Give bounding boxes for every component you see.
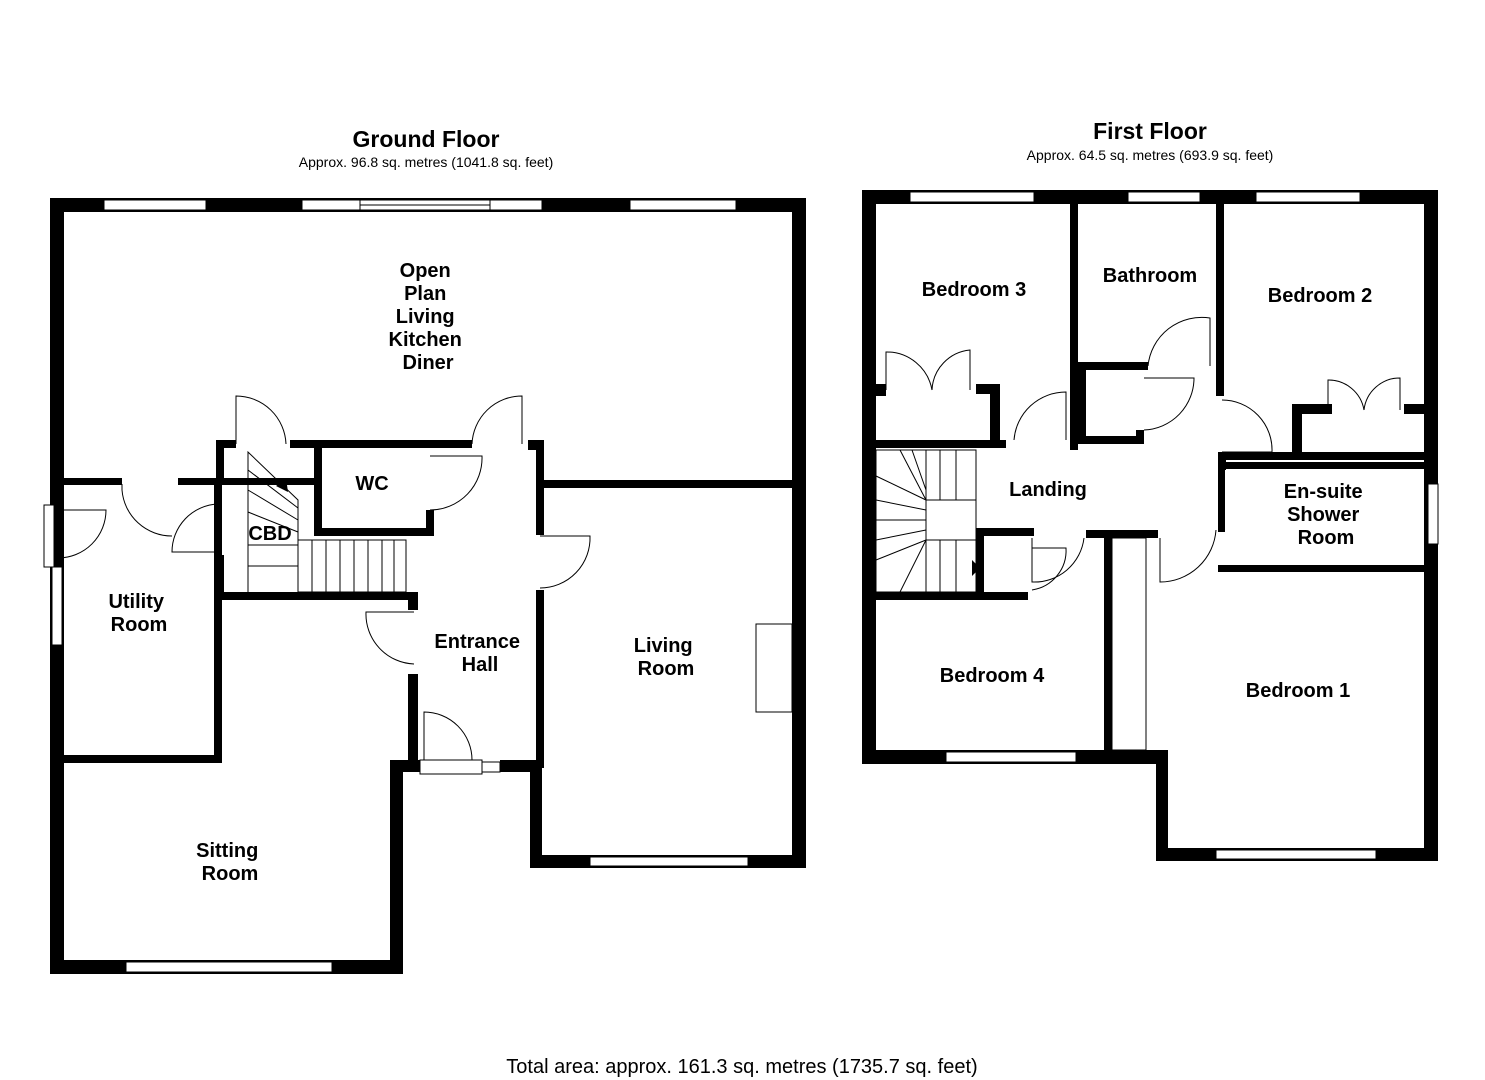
gf-utility-bottom-wall	[64, 755, 222, 763]
gf-window-top-1	[103, 199, 207, 211]
ff-bedroom2-label: Bedroom 2	[1268, 285, 1372, 307]
ff-bed4-window	[945, 751, 1077, 763]
gf-wc-left-wall	[314, 440, 322, 536]
ff-bed3-bottom-wall	[876, 440, 1006, 448]
gf-entrance-hall-label: Entrance Hall	[434, 631, 525, 676]
ground-floor-plan: Ground Floor Approx. 96.8 sq. metres (10…	[43, 126, 806, 974]
ff-bed3-window	[909, 191, 1035, 203]
ff-bed4-top-wall	[876, 592, 1028, 600]
gf-living-left-ext-wall	[530, 760, 542, 868]
gf-window-top-4	[629, 199, 737, 211]
gf-sitting-right-wall	[390, 760, 403, 974]
gf-window-top-3	[489, 199, 543, 211]
ff-bedroom4-label: Bedroom 4	[940, 665, 1045, 687]
gf-utility-window	[51, 566, 63, 646]
gf-sitting-window	[125, 961, 333, 973]
gf-sitting-door	[365, 611, 415, 665]
ff-ensuite-window	[1427, 483, 1439, 545]
ff-staircase	[875, 449, 980, 593]
ff-bath-door	[1147, 316, 1211, 367]
ff-cupboard-door	[1143, 377, 1195, 431]
ff-ensuite-bottom-wall	[1218, 565, 1428, 572]
ff-bathroom-label: Bathroom	[1103, 265, 1197, 287]
ff-bed3-door	[1013, 391, 1067, 441]
ff-ensuite-top-wall	[1218, 462, 1428, 469]
gf-open-plan-label: Open Plan Living Kitchen Diner	[389, 260, 468, 374]
ff-bedroom3-label: Bedroom 3	[922, 279, 1026, 301]
gf-right-wall	[792, 198, 806, 868]
ff-bed1-left-ext-wall	[1156, 750, 1168, 860]
ff-left-wall	[862, 190, 876, 764]
gf-window-top-2	[301, 199, 361, 211]
ff-bath-window	[1127, 191, 1201, 203]
ff-ensuite-left-wall	[1218, 462, 1225, 532]
total-area: Total area: approx. 161.3 sq. metres (17…	[506, 1056, 977, 1078]
gf-living-door	[539, 535, 591, 589]
gf-living-room-label: Living Room	[634, 635, 698, 680]
gf-title: Ground Floor	[353, 126, 500, 152]
ff-bed2-door	[1221, 399, 1273, 453]
gf-staircase	[247, 450, 407, 593]
gf-sitting-room-label: Sitting Room	[196, 840, 264, 885]
gf-utility-door	[121, 484, 173, 537]
gf-porch-right-wall	[500, 760, 542, 772]
gf-area: Approx. 96.8 sq. metres (1041.8 sq. feet…	[299, 154, 553, 170]
ff-cupboard-bottom-wall	[1078, 436, 1144, 444]
ff-bed1-door	[1159, 529, 1217, 583]
ff-landing-label: Landing	[1009, 479, 1087, 501]
gf-utility-side-door	[43, 504, 55, 568]
ff-bed2-bottom-wall	[1218, 452, 1428, 460]
gf-utility-label: Utility Room	[108, 591, 169, 636]
ff-bed4-right-wall	[1104, 530, 1112, 752]
gf-utility-inner-door	[171, 503, 219, 553]
gf-living-window	[589, 856, 749, 867]
gf-utility-right-wall	[214, 478, 222, 763]
ff-area: Approx. 64.5 sq. metres (693.9 sq. feet)	[1027, 147, 1274, 163]
gf-stair-bottom-wall	[222, 592, 418, 600]
ff-bed2-window	[1255, 191, 1361, 203]
ff-title: First Floor	[1093, 118, 1207, 144]
gf-hall-right-wall-lower	[536, 590, 544, 768]
ff-wardrobe	[1111, 537, 1147, 751]
gf-front-door-frame	[419, 759, 483, 775]
gf-wc-label: WC	[355, 473, 388, 495]
ff-bed1-window	[1215, 849, 1377, 860]
ff-bath-left-wall	[1070, 200, 1078, 450]
gf-kitchen-door	[471, 395, 523, 445]
gf-living-top-wall	[536, 480, 798, 488]
gf-cbd-label: CBD	[248, 523, 291, 545]
gf-wc-door	[429, 455, 483, 511]
gf-cbd-door	[235, 395, 287, 445]
ff-bath-bottom-wall	[1078, 362, 1148, 370]
ff-bath-right-wall	[1216, 200, 1224, 372]
gf-front-door	[423, 711, 473, 761]
ff-ensuite-label: En-suite Shower Room	[1284, 481, 1368, 549]
ff-bed4-door	[1031, 537, 1085, 583]
gf-hall-left-wall	[408, 674, 418, 764]
first-floor-plan: First Floor Approx. 64.5 sq. metres (693…	[862, 118, 1439, 861]
gf-fireplace	[755, 623, 793, 713]
gf-wc-bottom-wall	[314, 528, 434, 536]
gf-wc-top-wall	[290, 440, 472, 448]
ff-bedroom1-label: Bedroom 1	[1246, 680, 1350, 702]
